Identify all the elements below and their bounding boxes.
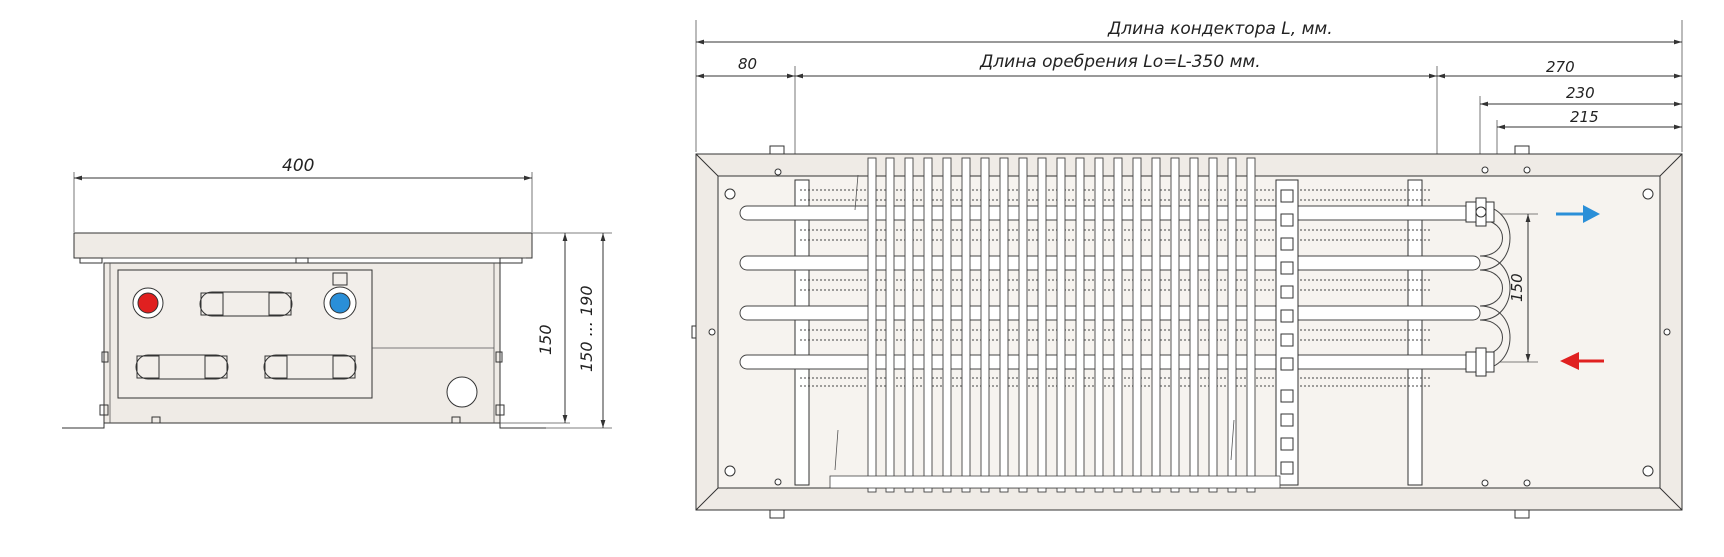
fin-length-label: Длина оребрения Lo=L-350 мм.: [979, 52, 1261, 72]
length-label: Длина кондектора L, мм.: [1107, 19, 1333, 39]
right-bracket: [1407, 179, 1423, 486]
round-port: [446, 376, 478, 408]
arrow-left-icon: [1560, 352, 1604, 370]
hot-connector-icon: [137, 292, 159, 314]
tube-end-bottom-left: [135, 354, 229, 380]
tube-end-top: [199, 291, 293, 317]
supply-connector: [1465, 197, 1495, 227]
tube-end-bottom-right: [263, 354, 357, 380]
side-view: 400: [62, 156, 612, 429]
dim-80-label: 80: [738, 55, 757, 73]
arrow-right-icon: [1556, 205, 1600, 223]
dim-230-label: 230: [1566, 84, 1595, 102]
cold-connector-icon: [329, 292, 351, 314]
height-label: 150: [536, 324, 555, 355]
dim-150-label: 150: [1508, 273, 1526, 302]
return-connector: [1465, 347, 1495, 377]
fins: [867, 157, 1256, 493]
right-foot: [499, 415, 546, 429]
height-range-label: 150 ... 190: [577, 285, 596, 372]
width-label: 400: [282, 156, 314, 176]
center-support: [1275, 179, 1299, 486]
dim-215-label: 215: [1570, 108, 1599, 126]
inner-tray: [717, 175, 1661, 489]
left-bracket: [794, 179, 810, 486]
top-grille: [73, 232, 533, 259]
dim-270-label: 270: [1546, 58, 1575, 76]
top-view: Длина кондектора L, мм. 80 Длина оребрен…: [691, 19, 1683, 519]
left-foot: [62, 415, 105, 429]
